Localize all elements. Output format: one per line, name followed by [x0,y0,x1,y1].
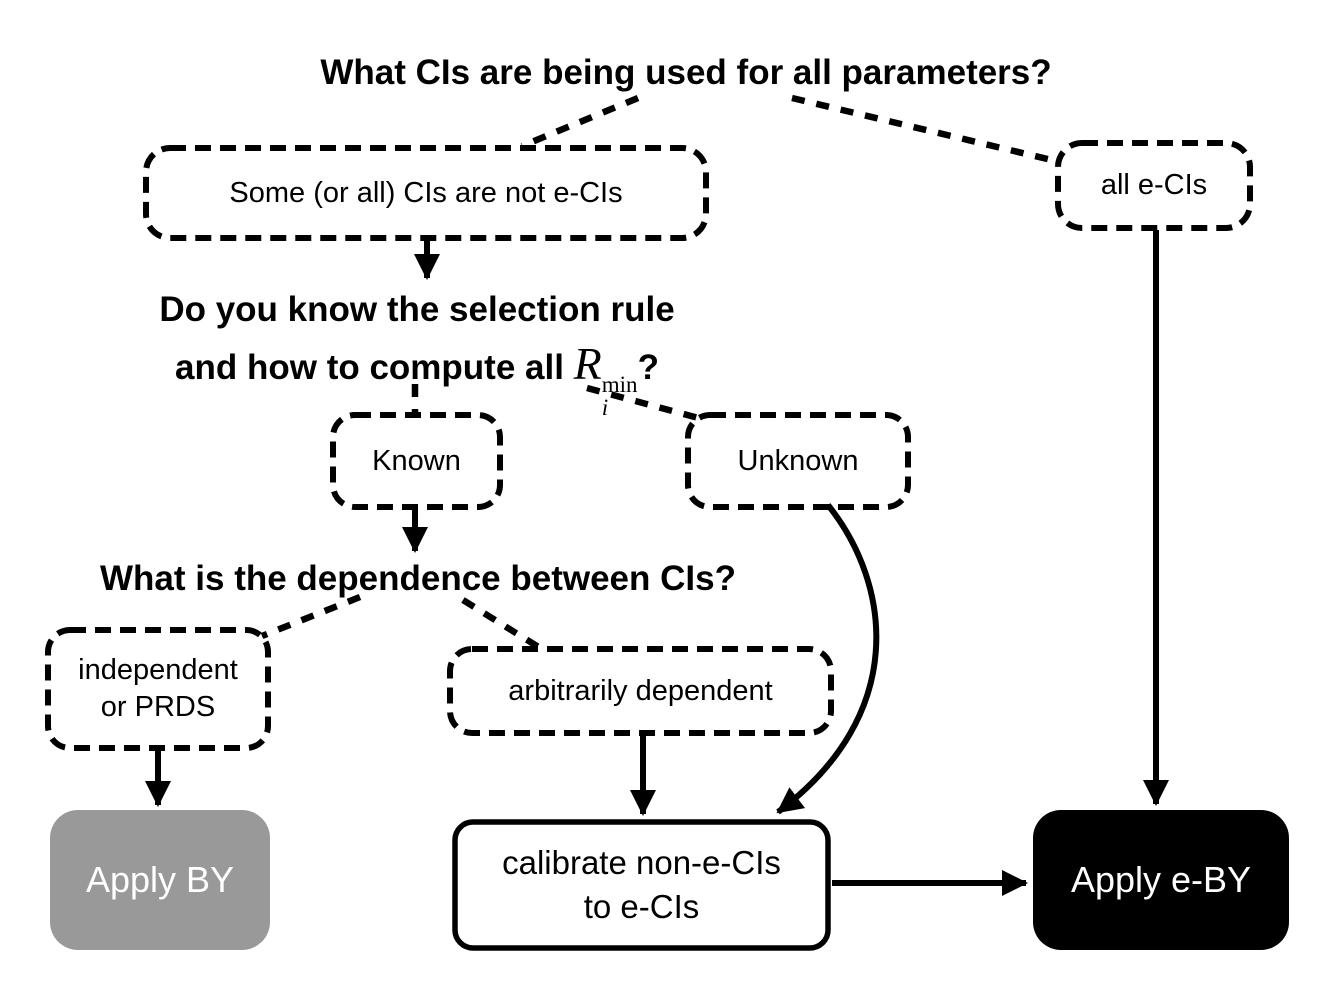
node-arbitrarily-dependent-label: arbitrarily dependent [508,674,773,707]
node-independent-or-prds: independent or PRDS [48,630,268,748]
node-all-ecis: all e-CIs [1058,143,1250,228]
connector-title-to-all-ecis [791,94,1061,166]
node-calibrate: calibrate non-e-CIs to e-CIs [455,822,828,948]
independent-node-border [45,627,271,751]
node-known-label: Known [372,444,461,477]
connector-selection-to-unknown [586,384,707,424]
node-unknown-label: Unknown [737,444,859,477]
question-mark: ? [637,348,659,387]
node-unknown: Unknown [688,415,908,507]
node-independent-line2: or PRDS [100,691,216,723]
node-calibrate-line2: to e-CIs [583,888,700,925]
question-selection-line2-text: and how to compute all [175,348,574,387]
connector-dependence-to-arbitrary [461,597,542,651]
math-r-symbol: R [573,338,602,389]
question-which-cis: What CIs are being used for all paramete… [320,53,1052,92]
node-apply-by-label: Apply BY [85,859,235,900]
connector-dependence-to-independent [260,593,362,640]
node-some-not-ecis-label: Some (or all) CIs are not e-CIs [229,176,623,209]
question-selection-rule: Do you know the selection rule and how t… [117,283,717,419]
calibrate-node-border [452,819,831,951]
math-subscript-i: i [601,395,609,420]
node-calibrate-line1: calibrate non-e-CIs [502,844,781,881]
question-selection-line1: Do you know the selection rule [159,290,675,329]
node-apply-by: Apply BY [50,810,270,950]
arrow-unknown-to-calibrate [776,503,880,815]
node-known: Known [333,415,500,507]
some-not-ecis-node-border [143,145,709,241]
known-node-border [330,412,503,510]
node-some-not-ecis: Some (or all) CIs are not e-CIs [146,148,706,238]
node-independent-line1: independent [78,654,238,686]
math-superscript-min: min [601,372,638,397]
question-dependence: What is the dependence between CIs? [100,559,736,598]
arbitrary-node-border [447,646,834,736]
node-apply-eby-label: Apply e-BY [1070,859,1252,900]
node-apply-eby: Apply e-BY [1033,810,1289,950]
node-all-ecis-label: all e-CIs [1100,169,1208,201]
node-arbitrarily-dependent: arbitrarily dependent [450,649,831,733]
all-ecis-node-border [1055,140,1253,231]
connector-title-to-some [520,94,640,150]
unknown-node-border [685,412,911,510]
